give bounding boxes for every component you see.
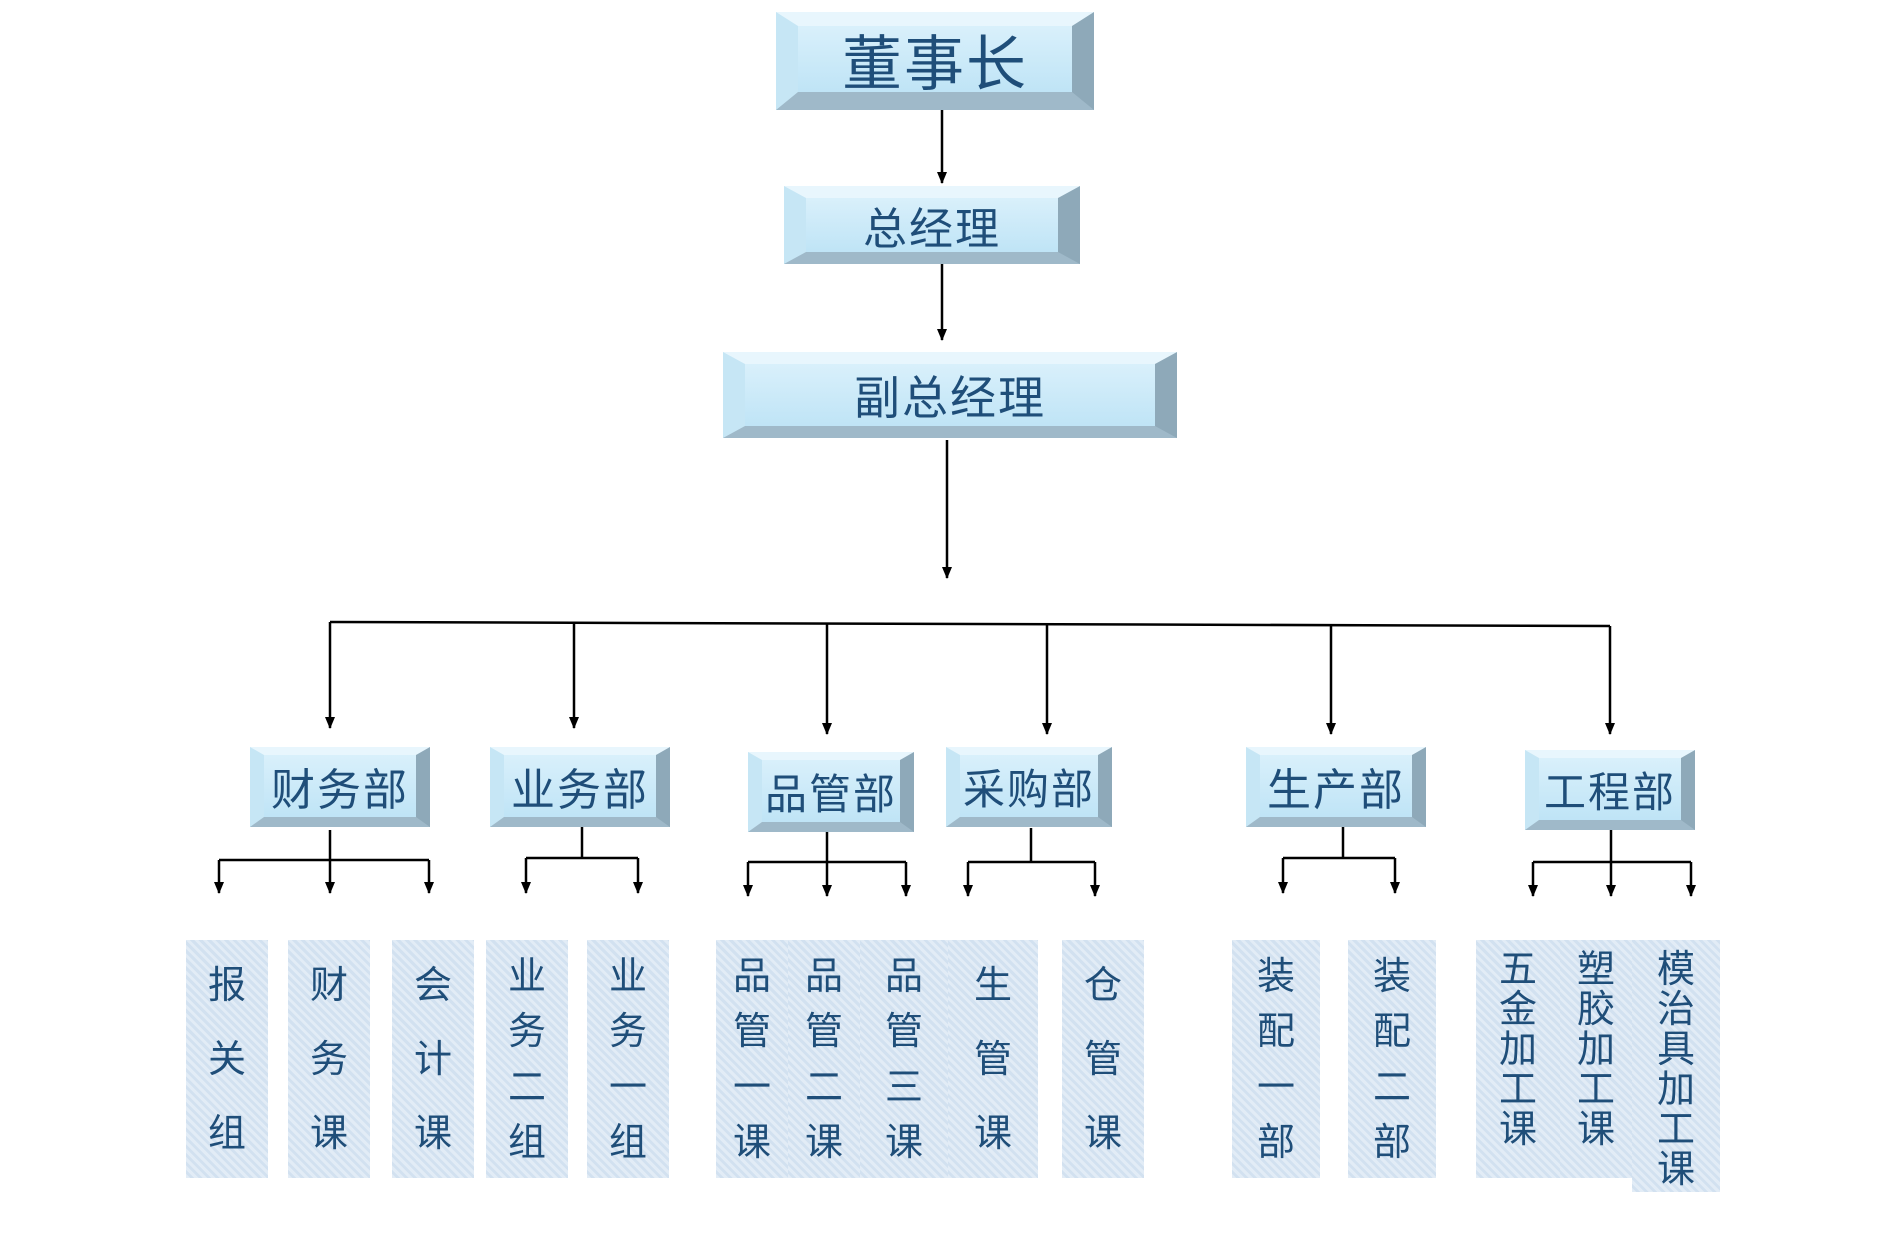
unit-char: 二 bbox=[1372, 1064, 1411, 1109]
deputy-general-manager-box: 副总经理 bbox=[723, 352, 1177, 438]
unit-char: 课 bbox=[884, 1120, 923, 1165]
chairman-box: 董事长 bbox=[776, 12, 1094, 110]
unit-char: 务 bbox=[507, 1009, 546, 1054]
department-box-finance: 财务部 bbox=[250, 747, 430, 827]
unit-char: 组 bbox=[507, 1120, 546, 1165]
unit-column: 模治具加工课 bbox=[1632, 940, 1720, 1192]
unit-column: 塑胶加工课 bbox=[1560, 940, 1632, 1178]
unit-char: 课 bbox=[1576, 1107, 1615, 1151]
department-box-production: 生产部 bbox=[1246, 747, 1426, 827]
unit-char: 工 bbox=[1656, 1107, 1695, 1151]
unit-char: 管 bbox=[1083, 1037, 1122, 1081]
unit-char: 财 bbox=[309, 963, 348, 1007]
unit-char: 模 bbox=[1656, 947, 1695, 991]
unit-char: 关 bbox=[207, 1037, 246, 1081]
unit-column: 装配一部 bbox=[1232, 940, 1320, 1178]
unit-column: 生管课 bbox=[948, 940, 1038, 1178]
unit-char: 课 bbox=[732, 1120, 771, 1165]
unit-char: 组 bbox=[608, 1120, 647, 1165]
unit-char: 工 bbox=[1576, 1067, 1615, 1111]
unit-char: 胶 bbox=[1576, 987, 1615, 1031]
unit-char: 二 bbox=[804, 1064, 843, 1109]
unit-char: 课 bbox=[413, 1111, 452, 1155]
unit-column: 装配二部 bbox=[1348, 940, 1436, 1178]
unit-char: 课 bbox=[1656, 1147, 1695, 1191]
unit-column: 品管三课 bbox=[860, 940, 948, 1178]
unit-char: 五 bbox=[1498, 947, 1537, 991]
unit-char: 组 bbox=[207, 1111, 246, 1155]
unit-char: 加 bbox=[1656, 1067, 1695, 1111]
unit-char: 报 bbox=[207, 963, 246, 1007]
unit-char: 品 bbox=[884, 953, 923, 998]
unit-column: 业务二组 bbox=[486, 940, 568, 1178]
department-box-business: 业务部 bbox=[490, 747, 670, 827]
unit-column: 业务一组 bbox=[587, 940, 669, 1178]
unit-char: 业 bbox=[608, 953, 647, 998]
unit-char: 三 bbox=[884, 1064, 923, 1109]
unit-column: 会计课 bbox=[392, 940, 474, 1178]
unit-char: 加 bbox=[1498, 1027, 1537, 1071]
unit-char: 管 bbox=[804, 1009, 843, 1054]
unit-char: 管 bbox=[973, 1037, 1012, 1081]
unit-char: 会 bbox=[413, 963, 452, 1007]
unit-char: 课 bbox=[1083, 1111, 1122, 1155]
unit-char: 部 bbox=[1372, 1120, 1411, 1165]
department-box-engineering: 工程部 bbox=[1525, 750, 1695, 830]
unit-char: 二 bbox=[507, 1064, 546, 1109]
unit-char: 配 bbox=[1256, 1009, 1295, 1054]
department-box-quality: 品管部 bbox=[748, 752, 914, 832]
unit-char: 一 bbox=[732, 1064, 771, 1109]
general-manager-box: 总经理 bbox=[784, 186, 1080, 264]
unit-column: 品管一课 bbox=[716, 940, 788, 1178]
unit-char: 配 bbox=[1372, 1009, 1411, 1054]
unit-char: 品 bbox=[732, 953, 771, 998]
unit-char: 加 bbox=[1576, 1027, 1615, 1071]
unit-char: 课 bbox=[1498, 1107, 1537, 1151]
unit-column: 五金加工课 bbox=[1476, 940, 1560, 1178]
unit-char: 业 bbox=[507, 953, 546, 998]
unit-char: 管 bbox=[884, 1009, 923, 1054]
unit-char: 课 bbox=[309, 1111, 348, 1155]
unit-char: 计 bbox=[413, 1037, 452, 1081]
unit-char: 一 bbox=[608, 1064, 647, 1109]
unit-char: 装 bbox=[1372, 953, 1411, 998]
unit-char: 治 bbox=[1656, 987, 1695, 1031]
unit-column: 仓管课 bbox=[1062, 940, 1144, 1178]
unit-column: 品管二课 bbox=[788, 940, 860, 1178]
unit-char: 生 bbox=[973, 963, 1012, 1007]
unit-char: 务 bbox=[309, 1037, 348, 1081]
department-box-purchasing: 采购部 bbox=[946, 747, 1112, 827]
unit-char: 装 bbox=[1256, 953, 1295, 998]
unit-char: 一 bbox=[1256, 1064, 1295, 1109]
unit-char: 仓 bbox=[1083, 963, 1122, 1007]
unit-char: 务 bbox=[608, 1009, 647, 1054]
unit-column: 报关组 bbox=[186, 940, 268, 1178]
unit-column: 财务课 bbox=[288, 940, 370, 1178]
unit-char: 部 bbox=[1256, 1120, 1295, 1165]
unit-char: 品 bbox=[804, 953, 843, 998]
unit-char: 课 bbox=[973, 1111, 1012, 1155]
unit-char: 金 bbox=[1498, 987, 1537, 1031]
unit-char: 具 bbox=[1656, 1027, 1695, 1071]
unit-char: 课 bbox=[804, 1120, 843, 1165]
unit-char: 塑 bbox=[1576, 947, 1615, 991]
unit-char: 工 bbox=[1498, 1067, 1537, 1111]
unit-char: 管 bbox=[732, 1009, 771, 1054]
